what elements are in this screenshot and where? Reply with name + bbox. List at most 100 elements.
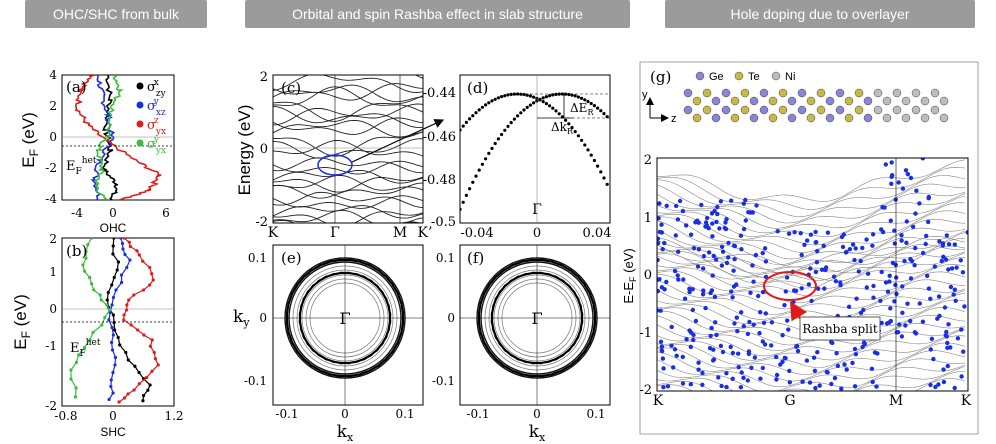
projected-weight-dot	[949, 266, 955, 271]
projected-weight-dot	[840, 244, 846, 250]
projected-weight-dot	[756, 293, 761, 299]
projected-weight-dot	[734, 315, 739, 320]
atom	[844, 113, 854, 123]
projected-weight-dot	[752, 355, 758, 360]
panel-d-dE-label: ΔER	[570, 101, 594, 117]
shc-point	[86, 243, 90, 247]
band-line	[273, 103, 423, 124]
panel-d-xtick: -0.04	[460, 226, 493, 241]
projected-weight-dot	[862, 341, 867, 347]
projected-weight-dot	[729, 198, 734, 203]
band-line	[273, 84, 423, 103]
spin-texture-arrow	[310, 264, 322, 272]
band-line	[414, 75, 423, 79]
rashba-band-point	[477, 108, 481, 112]
projected-weight-dot	[718, 343, 724, 349]
projected-weight-dot	[838, 280, 843, 285]
spin-texture-arrow	[488, 350, 497, 361]
spin-texture-arrow	[579, 304, 584, 317]
projected-weight-dot	[794, 344, 799, 349]
projected-weight-dot	[684, 337, 689, 342]
projected-weight-dot	[883, 162, 888, 167]
spin-texture-arrow	[583, 283, 591, 295]
panel-g-klabel: K	[961, 393, 972, 409]
projected-weight-dot	[841, 232, 846, 237]
rashba-band-point	[589, 101, 593, 106]
slab-band-line	[657, 230, 966, 270]
projected-weight-dot	[726, 240, 731, 246]
projected-weight-dot	[681, 277, 686, 282]
band-line	[273, 182, 423, 199]
panel-c-klabel: Γ	[330, 225, 340, 241]
projected-weight-dot	[718, 199, 724, 204]
slab-band-line	[657, 257, 966, 290]
projected-weight-dot	[962, 304, 967, 309]
projected-weight-dot	[713, 320, 718, 325]
shc-point	[116, 335, 120, 340]
ohc-curve	[94, 75, 124, 200]
projected-weight-dot	[687, 289, 692, 295]
slab-band-line	[657, 371, 965, 391]
shc-point	[125, 265, 129, 270]
projected-weight-dot	[669, 343, 674, 348]
shc-point	[105, 303, 109, 307]
panel-g-ytick: 1	[644, 211, 652, 226]
atom	[787, 96, 797, 106]
projected-weight-dot	[799, 286, 804, 291]
panel-b-ytick: -2	[45, 399, 57, 413]
panel-f-xtick: -0.1	[466, 407, 489, 421]
spin-texture-arrow	[287, 332, 294, 344]
rashba-band-point	[525, 93, 529, 97]
atom-legend-ge	[695, 71, 705, 81]
panel-d-ytick: -0.46	[423, 130, 456, 145]
shc-point	[92, 288, 96, 292]
panel-c-klabel: K	[268, 225, 279, 241]
shc-point	[114, 288, 118, 292]
panel-b-xtick: 0	[109, 409, 117, 423]
rashba-band-point	[474, 174, 478, 178]
band-line	[273, 157, 423, 174]
rashba-band-point	[487, 101, 491, 105]
shc-point	[119, 238, 123, 240]
legend-entry: σxzy	[147, 97, 166, 118]
projected-weight-dot	[961, 349, 966, 354]
atom	[939, 96, 949, 106]
projected-weight-dot	[874, 384, 879, 389]
projected-weight-dot	[708, 333, 713, 339]
projected-weight-dot	[852, 346, 858, 352]
atom	[692, 96, 702, 106]
projected-weight-dot	[852, 257, 857, 263]
projected-weight-dot	[808, 266, 813, 271]
projected-weight-dot	[941, 367, 946, 372]
atom-legend-ni	[771, 71, 781, 81]
projected-weight-dot	[786, 327, 791, 332]
spin-texture-arrow	[560, 264, 572, 272]
projected-weight-dot	[852, 384, 858, 389]
projected-weight-dot	[954, 265, 959, 270]
projected-weight-dot	[875, 351, 880, 356]
shc-point	[141, 393, 146, 398]
spin-texture-arrow	[588, 292, 595, 304]
projected-weight-dot	[917, 301, 922, 306]
projected-weight-dot	[899, 233, 904, 238]
atom	[873, 88, 883, 98]
spin-texture-arrow	[396, 332, 403, 344]
projected-weight-dot	[864, 237, 869, 242]
spin-texture-arrow	[359, 260, 371, 267]
band-line	[273, 83, 423, 101]
projected-weight-dot	[926, 286, 932, 291]
axis-z-label: z	[671, 113, 677, 125]
projected-weight-dot	[672, 268, 678, 274]
spin-texture-arrow	[396, 292, 403, 304]
spin-texture-arrow	[583, 341, 591, 353]
shc-point	[132, 388, 136, 392]
projected-weight-dot	[853, 246, 858, 251]
projected-weight-dot	[659, 285, 665, 290]
projected-weight-dot	[854, 296, 859, 301]
rashba-band-point	[551, 106, 555, 110]
rashba-band-point	[586, 99, 590, 104]
rashba-band-point	[573, 130, 577, 134]
shc-point	[115, 268, 119, 272]
projected-weight-dot	[743, 197, 748, 203]
projected-weight-dot	[885, 289, 891, 294]
